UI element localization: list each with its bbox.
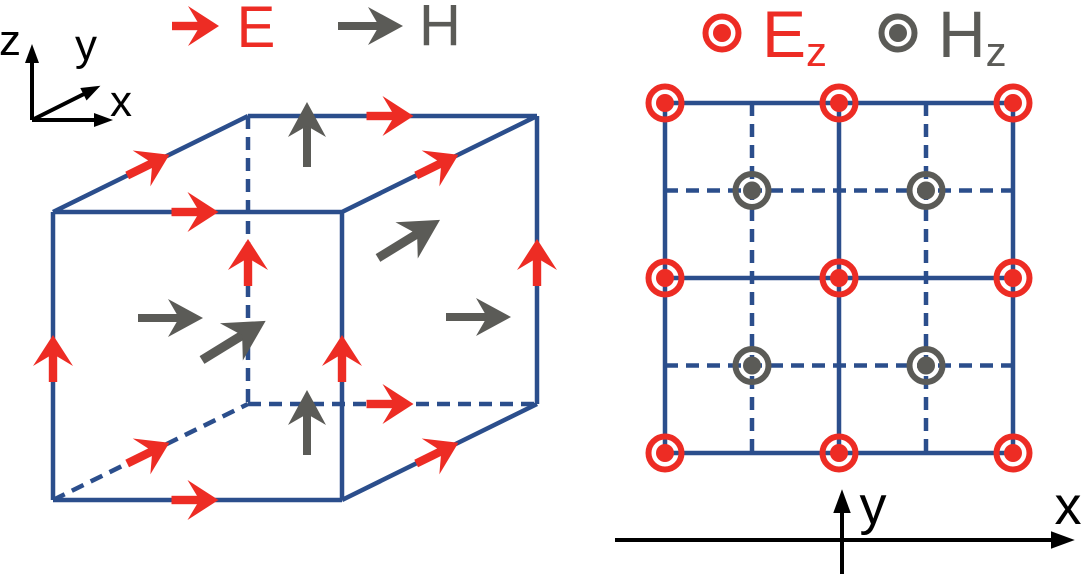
y-axis-label: y	[75, 21, 97, 70]
cube-e-arrows	[33, 96, 557, 520]
legend-ez-main: E	[762, 0, 806, 71]
y2-axis-label: y	[860, 476, 887, 536]
ez-legend-icon	[706, 17, 739, 50]
legend-left: E H	[172, 0, 461, 60]
axes-2d-lines	[615, 506, 1058, 574]
x-axis-label: x	[110, 77, 132, 126]
legend-right: Ez Hz	[706, 0, 1007, 75]
e-field-arrow-icon	[171, 480, 219, 520]
legend-hz-label: Hz	[938, 0, 1007, 75]
axes-3d-lines	[30, 58, 99, 122]
legend-ez-sub: z	[806, 28, 827, 75]
z-axis-arrowhead-icon	[25, 44, 39, 63]
legend-hz-main: H	[938, 0, 986, 71]
legend-e-label: E	[237, 0, 276, 60]
cube-edges-hidden-dashed	[52, 116, 537, 503]
e-field-arrow-icon	[407, 424, 468, 482]
e-field-arrow-icon	[33, 335, 73, 382]
e-field-arrow-icon	[322, 335, 362, 382]
axes-2d: y x	[615, 476, 1082, 574]
axes-3d: z y x	[0, 16, 132, 127]
e-field-arrow-icon	[171, 192, 219, 232]
e-field-arrow-icon	[517, 239, 557, 286]
legend-hz-sub: z	[986, 28, 1007, 75]
e-field-arrow-icon	[366, 384, 414, 424]
e-field-arrow-icon	[118, 136, 179, 194]
e-field-arrow-icon	[407, 136, 468, 194]
h-field-arrow-icon	[138, 299, 203, 337]
e-arrow-legend-icon	[172, 6, 219, 46]
e-field-arrow-icon	[118, 424, 179, 482]
e-field-arrow-icon	[228, 239, 268, 286]
cube-panel: z y x E H	[0, 0, 557, 520]
grid-panel: Ez Hz y x	[615, 0, 1082, 574]
cube-edges-solid	[50, 113, 540, 503]
hz-legend-icon	[882, 17, 915, 50]
h-field-arrow-icon	[446, 298, 511, 336]
h-field-arrow-icon	[288, 390, 326, 455]
z-axis-label: z	[0, 16, 21, 65]
x2-axis-label: x	[1055, 476, 1082, 536]
y2-axis-arrowhead-icon	[833, 489, 851, 513]
h-field-arrow-icon	[366, 201, 452, 277]
h-field-arrow-icon	[288, 102, 326, 167]
legend-h-label: H	[419, 0, 461, 58]
legend-ez-label: Ez	[762, 0, 827, 75]
grid-lines-dashed	[665, 103, 1013, 453]
e-field-arrow-icon	[366, 96, 414, 136]
h-arrow-legend-icon	[338, 7, 403, 45]
h-field-arrow-icon	[190, 302, 278, 379]
y-axis-arrowhead-icon	[80, 79, 104, 101]
